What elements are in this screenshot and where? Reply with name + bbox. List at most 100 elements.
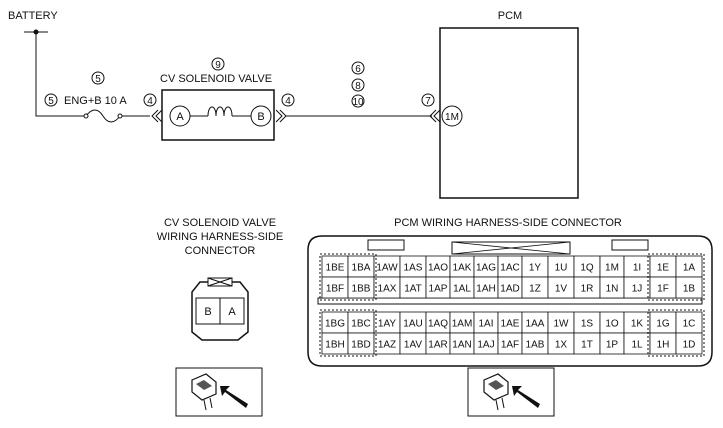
valve-box [161, 89, 275, 141]
pcm-pin-label: 1D [683, 340, 696, 351]
pcm-pin-label: 1BH [325, 340, 344, 351]
pcm-pin-label: 1I [633, 263, 641, 274]
pcm-pin-label: 1AR [428, 340, 447, 351]
pcm-pin-label: 1AW [376, 263, 398, 274]
view-direction-icon [175, 367, 263, 417]
pcm-pin-label: 1AI [478, 319, 493, 330]
pcm-pin-label: 1Q [580, 263, 594, 274]
pcm-pin-label: 1AT [404, 284, 422, 295]
ref-wire-3: 10 [352, 97, 364, 108]
battery-wire [35, 32, 86, 117]
pcm-pin-label: 1BA [352, 263, 371, 274]
pcm-pin-label: 1AJ [477, 340, 494, 351]
fuse-left-terminal [83, 113, 89, 119]
pcm-pin-block-outline [647, 309, 705, 357]
pcm-pin-label: 1A [683, 263, 696, 274]
pcm-pin-label: 1T [581, 340, 593, 351]
pcm-pin-cell [675, 332, 703, 355]
left-connector-chevron [151, 109, 163, 123]
pcm-pin-label: 1AX [378, 284, 397, 295]
ref-pcm: 7 [425, 96, 431, 107]
pcm-pin-label: 1BE [326, 263, 345, 274]
pcm-pin-label: 1K [631, 319, 644, 330]
valve-connector-face [191, 277, 249, 341]
pcm-pin-label: 1W [554, 319, 570, 330]
pcm-pin-label: 1J [632, 284, 643, 295]
pcm-pin-cell [675, 276, 703, 299]
pcm-pin-label: 1E [657, 263, 670, 274]
pcm-pin-block-outline [647, 253, 705, 301]
pcm-pin-label: 1BB [352, 284, 371, 295]
pcm-pin-label: 1AV [404, 340, 422, 351]
ref-circle-fuse-top [91, 71, 105, 85]
ref-circle-fuse-left [44, 93, 58, 107]
ref-valve-top: 9 [215, 60, 221, 71]
coil-symbol [207, 106, 233, 117]
pcm-pin-label: 1AG [476, 263, 496, 274]
fuse-symbol [85, 109, 121, 123]
fuse-label: ENG+B 10 A [64, 95, 127, 107]
pcm-pin-label: 1B [683, 284, 696, 295]
pcm-pin-block-outline [319, 253, 377, 301]
pcm-pin: 1M [445, 112, 459, 123]
pcm-pin-label: 1R [581, 284, 594, 295]
pcm-pin-label: 1BC [351, 319, 370, 330]
pcm-pin-label: 1AM [452, 319, 473, 330]
pcm-pin-label: 1AF [501, 340, 519, 351]
valve-connector-pin-b: B [204, 306, 211, 318]
pcm-pin-label: 1Z [529, 284, 541, 295]
ref-circle-valve-right [281, 93, 295, 107]
ref-wire-1: 6 [355, 64, 361, 75]
pcm-pin-label: 1AN [452, 340, 471, 351]
view-direction-icon [467, 367, 555, 417]
pcm-connector-chevron [429, 109, 441, 123]
ref-fuse-top: 5 [95, 74, 101, 85]
ref-wire-2: 8 [355, 81, 361, 92]
pcm-box [439, 27, 579, 199]
ref-circle-valve-left [143, 93, 157, 107]
pcm-pin-label: 1AS [404, 263, 423, 274]
ref-valve-left: 4 [147, 96, 153, 107]
ref-circle-pcm [421, 93, 435, 107]
valve-pin-a: A [176, 111, 184, 123]
pcm-pin-label: 1AL [453, 284, 471, 295]
pcm-pin-label: 1AE [501, 319, 520, 330]
ref-circle-wire-3 [351, 94, 365, 108]
pcm-pin-label: 1AH [476, 284, 495, 295]
pcm-pin-label: 1H [657, 340, 670, 351]
pcm-label: PCM [498, 10, 522, 22]
valve-connector-title-1: CV SOLENOID VALVE [164, 217, 276, 229]
pcm-pin-label: 1AY [378, 319, 396, 330]
ref-circle-wire-2 [351, 78, 365, 92]
pcm-pin-circle [441, 105, 463, 127]
pcm-pin-label: 1AK [453, 263, 472, 274]
pcm-pin-label: 1AP [429, 284, 448, 295]
battery-label: BATTERY [8, 10, 58, 22]
pcm-pin-label: 1V [555, 284, 568, 295]
pcm-pin-label: 1X [555, 340, 568, 351]
pcm-pin-label: 1AC [500, 263, 519, 274]
pcm-pin-label: 1P [606, 340, 619, 351]
fuse-right-terminal [117, 113, 123, 119]
valve-title: CV SOLENOID VALVE [160, 73, 272, 85]
valve-connector-title-2: WIRING HARNESS-SIDE [157, 231, 284, 243]
ref-circle-wire-1 [351, 61, 365, 75]
pcm-pin-label: 1BD [351, 340, 370, 351]
pcm-pin-label: 1L [631, 340, 643, 351]
pcm-pin-label: 1BF [326, 284, 344, 295]
pcm-pin-label: 1G [656, 319, 670, 330]
pcm-pin-label: 1AU [403, 319, 422, 330]
pcm-connector-title: PCM WIRING HARNESS-SIDE CONNECTOR [394, 217, 622, 229]
pcm-pin-label: 1Y [529, 263, 542, 274]
ref-circle-valve-top [211, 57, 225, 71]
pcm-pin-label: 1AQ [428, 319, 448, 330]
pcm-pin-label: 1N [606, 284, 619, 295]
ref-fuse-left: 5 [48, 96, 54, 107]
pcm-pin-label: 1AB [526, 340, 545, 351]
ref-valve-right: 4 [285, 96, 291, 107]
pcm-pin-label: 1O [605, 319, 619, 330]
pcm-pin-label: 1U [555, 263, 568, 274]
pcm-pin-label: 1AA [526, 319, 545, 330]
